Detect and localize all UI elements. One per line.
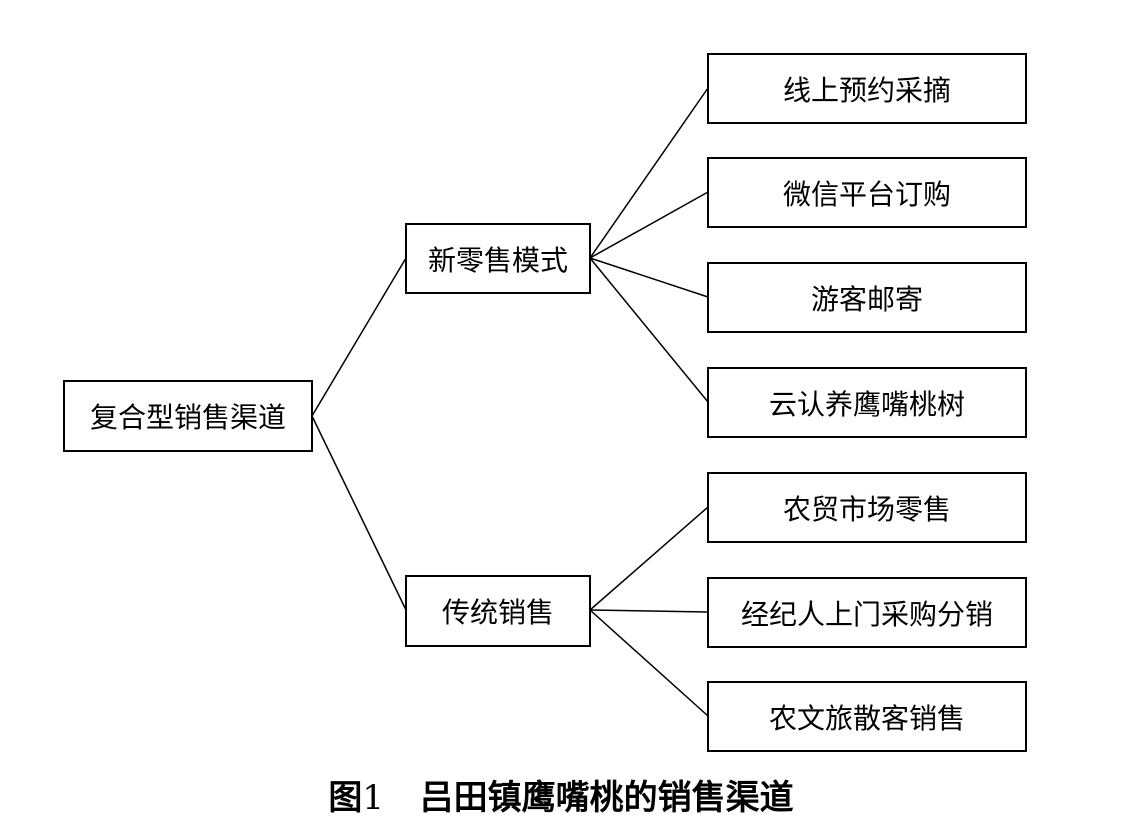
connector-traditional-to-broker xyxy=(589,609,709,613)
connector-root-to-traditional xyxy=(311,415,407,611)
caption-title: 吕田镇鹰嘴桃的销售渠道 xyxy=(419,778,794,818)
figure-caption: 图1 吕田镇鹰嘴桃的销售渠道 xyxy=(0,770,1122,819)
connector-lines xyxy=(311,87,709,717)
connector-new-retail-to-wechat xyxy=(589,191,709,259)
root-node: 复合型销售渠道 xyxy=(63,380,313,452)
leaf-node-broker-distribution: 经纪人上门采购分销 xyxy=(707,577,1027,648)
caption-prefix: 图 xyxy=(328,778,363,818)
branch-node-new-retail: 新零售模式 xyxy=(405,223,591,294)
caption-number: 1 xyxy=(362,778,385,818)
leaf-node-cloud-adoption: 云认养鹰嘴桃树 xyxy=(707,367,1027,438)
connector-new-retail-to-cloud-adoption xyxy=(589,257,709,403)
connector-traditional-to-market xyxy=(589,506,709,611)
leaf-node-online-booking: 线上预约采摘 xyxy=(707,53,1027,124)
connector-new-retail-to-mailing xyxy=(589,257,709,298)
leaf-node-wechat-ordering: 微信平台订购 xyxy=(707,157,1027,228)
leaf-node-farmers-market: 农贸市场零售 xyxy=(707,472,1027,543)
connector-root-to-new-retail xyxy=(311,257,407,417)
leaf-node-tourist-mailing: 游客邮寄 xyxy=(707,262,1027,333)
leaf-node-agritourism-sales: 农文旅散客销售 xyxy=(707,681,1027,752)
connector-traditional-to-tourist xyxy=(589,609,709,717)
branch-node-traditional: 传统销售 xyxy=(405,575,591,647)
connector-new-retail-to-online-booking xyxy=(589,87,709,259)
